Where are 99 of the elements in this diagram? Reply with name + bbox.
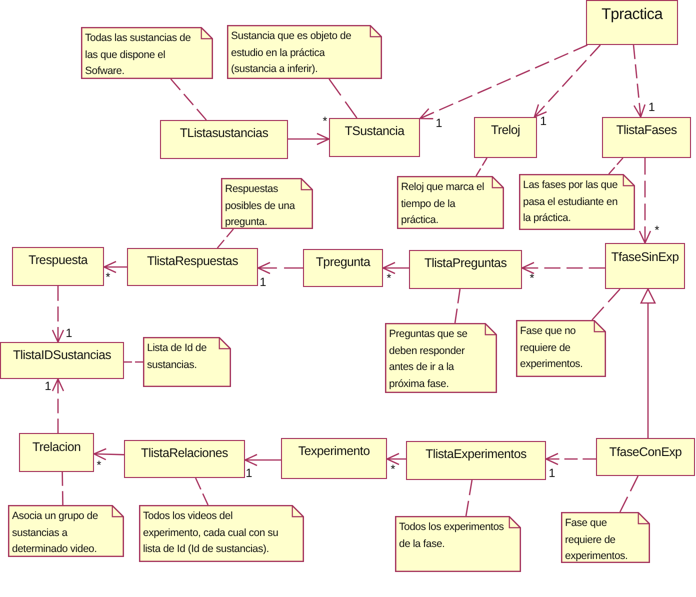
multiplicity-label: * [390, 463, 396, 475]
class-name: Trespuesta [27, 253, 89, 268]
multiplicity-label: 1 [260, 276, 266, 288]
arrow [103, 260, 127, 274]
note-box [395, 516, 521, 572]
class-name: Tpractica [600, 5, 664, 24]
class-box [474, 117, 537, 158]
class-name: TlistaExperimentos [424, 447, 528, 462]
class-box [602, 117, 691, 158]
multiplicity-label: * [654, 224, 660, 236]
multiplicity-label: * [322, 115, 328, 127]
note-box [221, 178, 313, 229]
note-text: Todos los experimentos de la fase. [399, 520, 505, 552]
note-box [143, 337, 231, 387]
note-box [8, 505, 124, 557]
note-text: Todos los videos del experimento, cada cual con su lista de Id (Id de sustancias). [143, 509, 280, 557]
note-text: Sustancia que es objeto de estudio en la práctica (sustancia a inferir). [231, 29, 352, 77]
class-name: TfaseSinExp [610, 250, 680, 265]
multiplicity-label: * [530, 272, 534, 284]
multiplicity-label: 1 [648, 101, 656, 113]
connector-line [465, 480, 473, 516]
note-box [139, 505, 304, 562]
arrow [521, 262, 605, 274]
connector-line [619, 476, 639, 512]
class-box [0, 342, 124, 379]
multiplicity-label: 1 [540, 115, 547, 127]
arrow [52, 378, 64, 433]
connector-line [62, 472, 64, 505]
note-text: Lista de Id de sustancias. [147, 341, 208, 372]
note-box [81, 27, 213, 79]
class-box [329, 118, 420, 157]
arrow [257, 262, 303, 274]
class-name: TlistaFases [615, 123, 678, 138]
class-box [406, 441, 546, 480]
arrow [545, 452, 596, 466]
multiplicity-label: 1 [548, 467, 556, 479]
note-text: Todas las sustancias de las que dispone el Sofware. [85, 31, 192, 79]
connector-line [454, 288, 461, 324]
class-box [596, 438, 695, 476]
generalization-arrow [640, 288, 656, 438]
note-text: Las fases por las que pasa el estudiante en la práctica. [523, 178, 619, 226]
arrow [534, 44, 601, 118]
multiplicity-label: 1 [44, 380, 52, 392]
class-name: Treloj [490, 123, 521, 138]
connector-line [124, 361, 143, 363]
connector-line [195, 478, 209, 506]
note-text: Preguntas que se deben responder antes de ir a la próxima fase. [389, 327, 468, 392]
class-name: TlistaPreguntas [423, 256, 508, 271]
class-box [19, 433, 94, 472]
connector-line [592, 288, 620, 320]
class-name: TlistaRespuestas [146, 254, 240, 269]
class-name: TfaseConExp [608, 445, 683, 460]
class-name: Trelacion [31, 440, 82, 455]
arrow [288, 132, 330, 146]
class-name: TSustancia [344, 124, 406, 139]
class-box [127, 248, 258, 286]
note-text: Reloj que marca el tiempo de la práctica. [401, 180, 486, 228]
note-box [519, 174, 635, 230]
multiplicity-label: 1 [436, 117, 442, 130]
arrow [419, 44, 588, 120]
multiplicity-label: 1 [66, 327, 72, 339]
class-name: Texperimento [297, 444, 371, 459]
connector-line [608, 158, 624, 174]
class-name: Tpregunta [314, 255, 372, 270]
connector-line [170, 78, 207, 120]
arrow [632, 44, 646, 118]
arrow [93, 448, 124, 460]
connector-line [328, 78, 358, 118]
class-box [12, 247, 104, 286]
multiplicity-label: 1 [246, 467, 252, 479]
arrow [52, 286, 64, 343]
arrow [386, 452, 406, 466]
note-box [227, 25, 382, 79]
class-box [303, 249, 383, 287]
class-box [160, 120, 288, 159]
arrow [244, 454, 281, 466]
note-text: Fase que no requiere de experimentos. [520, 324, 584, 372]
class-name: TListasustancias [178, 126, 270, 141]
class-box [586, 0, 678, 45]
class-box [281, 438, 387, 479]
connector-line [476, 158, 488, 176]
note-box [561, 512, 650, 563]
class-box [124, 440, 245, 478]
multiplicity-label: * [96, 458, 102, 471]
arrow [382, 262, 409, 274]
class-box [605, 243, 685, 289]
class-box [409, 250, 522, 289]
arrow [638, 158, 652, 244]
multiplicity-label: * [386, 272, 392, 284]
connector-line [216, 228, 234, 248]
note-box [516, 320, 606, 377]
multiplicity-label: * [106, 271, 110, 283]
note-text: Fase que requiere de experimentos. [565, 516, 629, 564]
note-box [385, 323, 497, 393]
note-text: Respuestas posibles de una pregunta. [225, 182, 296, 230]
class-name: TlistaRelaciones [140, 446, 229, 461]
note-box [397, 176, 504, 229]
note-text: Asocia un grupo de sustancias a determinado video. [12, 509, 99, 557]
class-name: TlistaIDSustancias [12, 348, 112, 363]
